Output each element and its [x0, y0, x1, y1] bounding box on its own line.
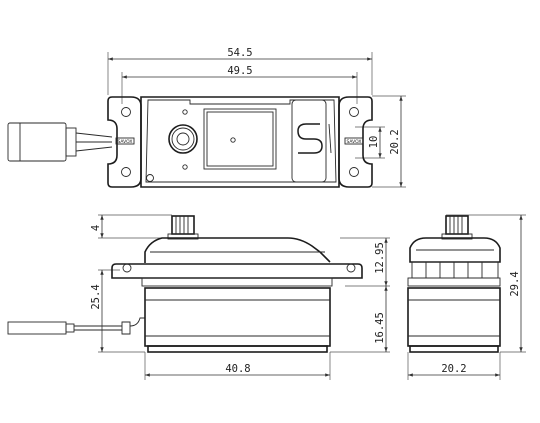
front-view: 4 25.4 12.95 16.45 40.8	[7, 214, 390, 380]
output-spline-end	[445, 215, 469, 235]
dim-lower-height: 16.45	[374, 312, 386, 344]
connector-plug-side	[7, 321, 67, 335]
dim-tab-height: 10	[368, 136, 380, 149]
dim-hole-spacing: 49.5	[227, 65, 252, 77]
case-upper-side	[144, 237, 331, 263]
dim-spline-height: 4	[90, 225, 102, 231]
side-view: 29.4 20.2	[407, 214, 526, 380]
bottom-cover-end	[409, 345, 499, 353]
case-upper-end	[409, 237, 501, 263]
case-lower-end	[407, 287, 501, 347]
case-lower-side	[144, 287, 331, 347]
case-top-outline	[140, 96, 340, 188]
label-window	[203, 108, 277, 170]
top-view: 54.5 49.5 20.2 10 SAVOX SAVOX	[7, 47, 406, 188]
dim-top-width: 20.2	[389, 129, 401, 154]
output-spline-side	[171, 215, 195, 235]
dim-total-height: 29.4	[509, 271, 521, 296]
tab-label-right: SAVOX	[346, 139, 361, 145]
dim-mount-height: 25.4	[90, 284, 102, 309]
mount-flange-side	[111, 263, 363, 279]
output-spline-top	[168, 124, 198, 154]
tab-label-left: SAVOX	[117, 139, 132, 145]
dim-overall-length: 54.5	[227, 47, 252, 59]
mount-hole-left-top	[121, 107, 131, 117]
dim-body-length: 40.8	[225, 363, 250, 375]
mount-hole-right-top	[349, 107, 359, 117]
dim-side-width: 20.2	[441, 363, 466, 375]
bottom-cover-side	[147, 345, 328, 353]
connector-plug-top	[7, 122, 67, 162]
savox-s-logo-icon	[297, 123, 323, 154]
dim-upper-height: 12.95	[374, 242, 386, 274]
